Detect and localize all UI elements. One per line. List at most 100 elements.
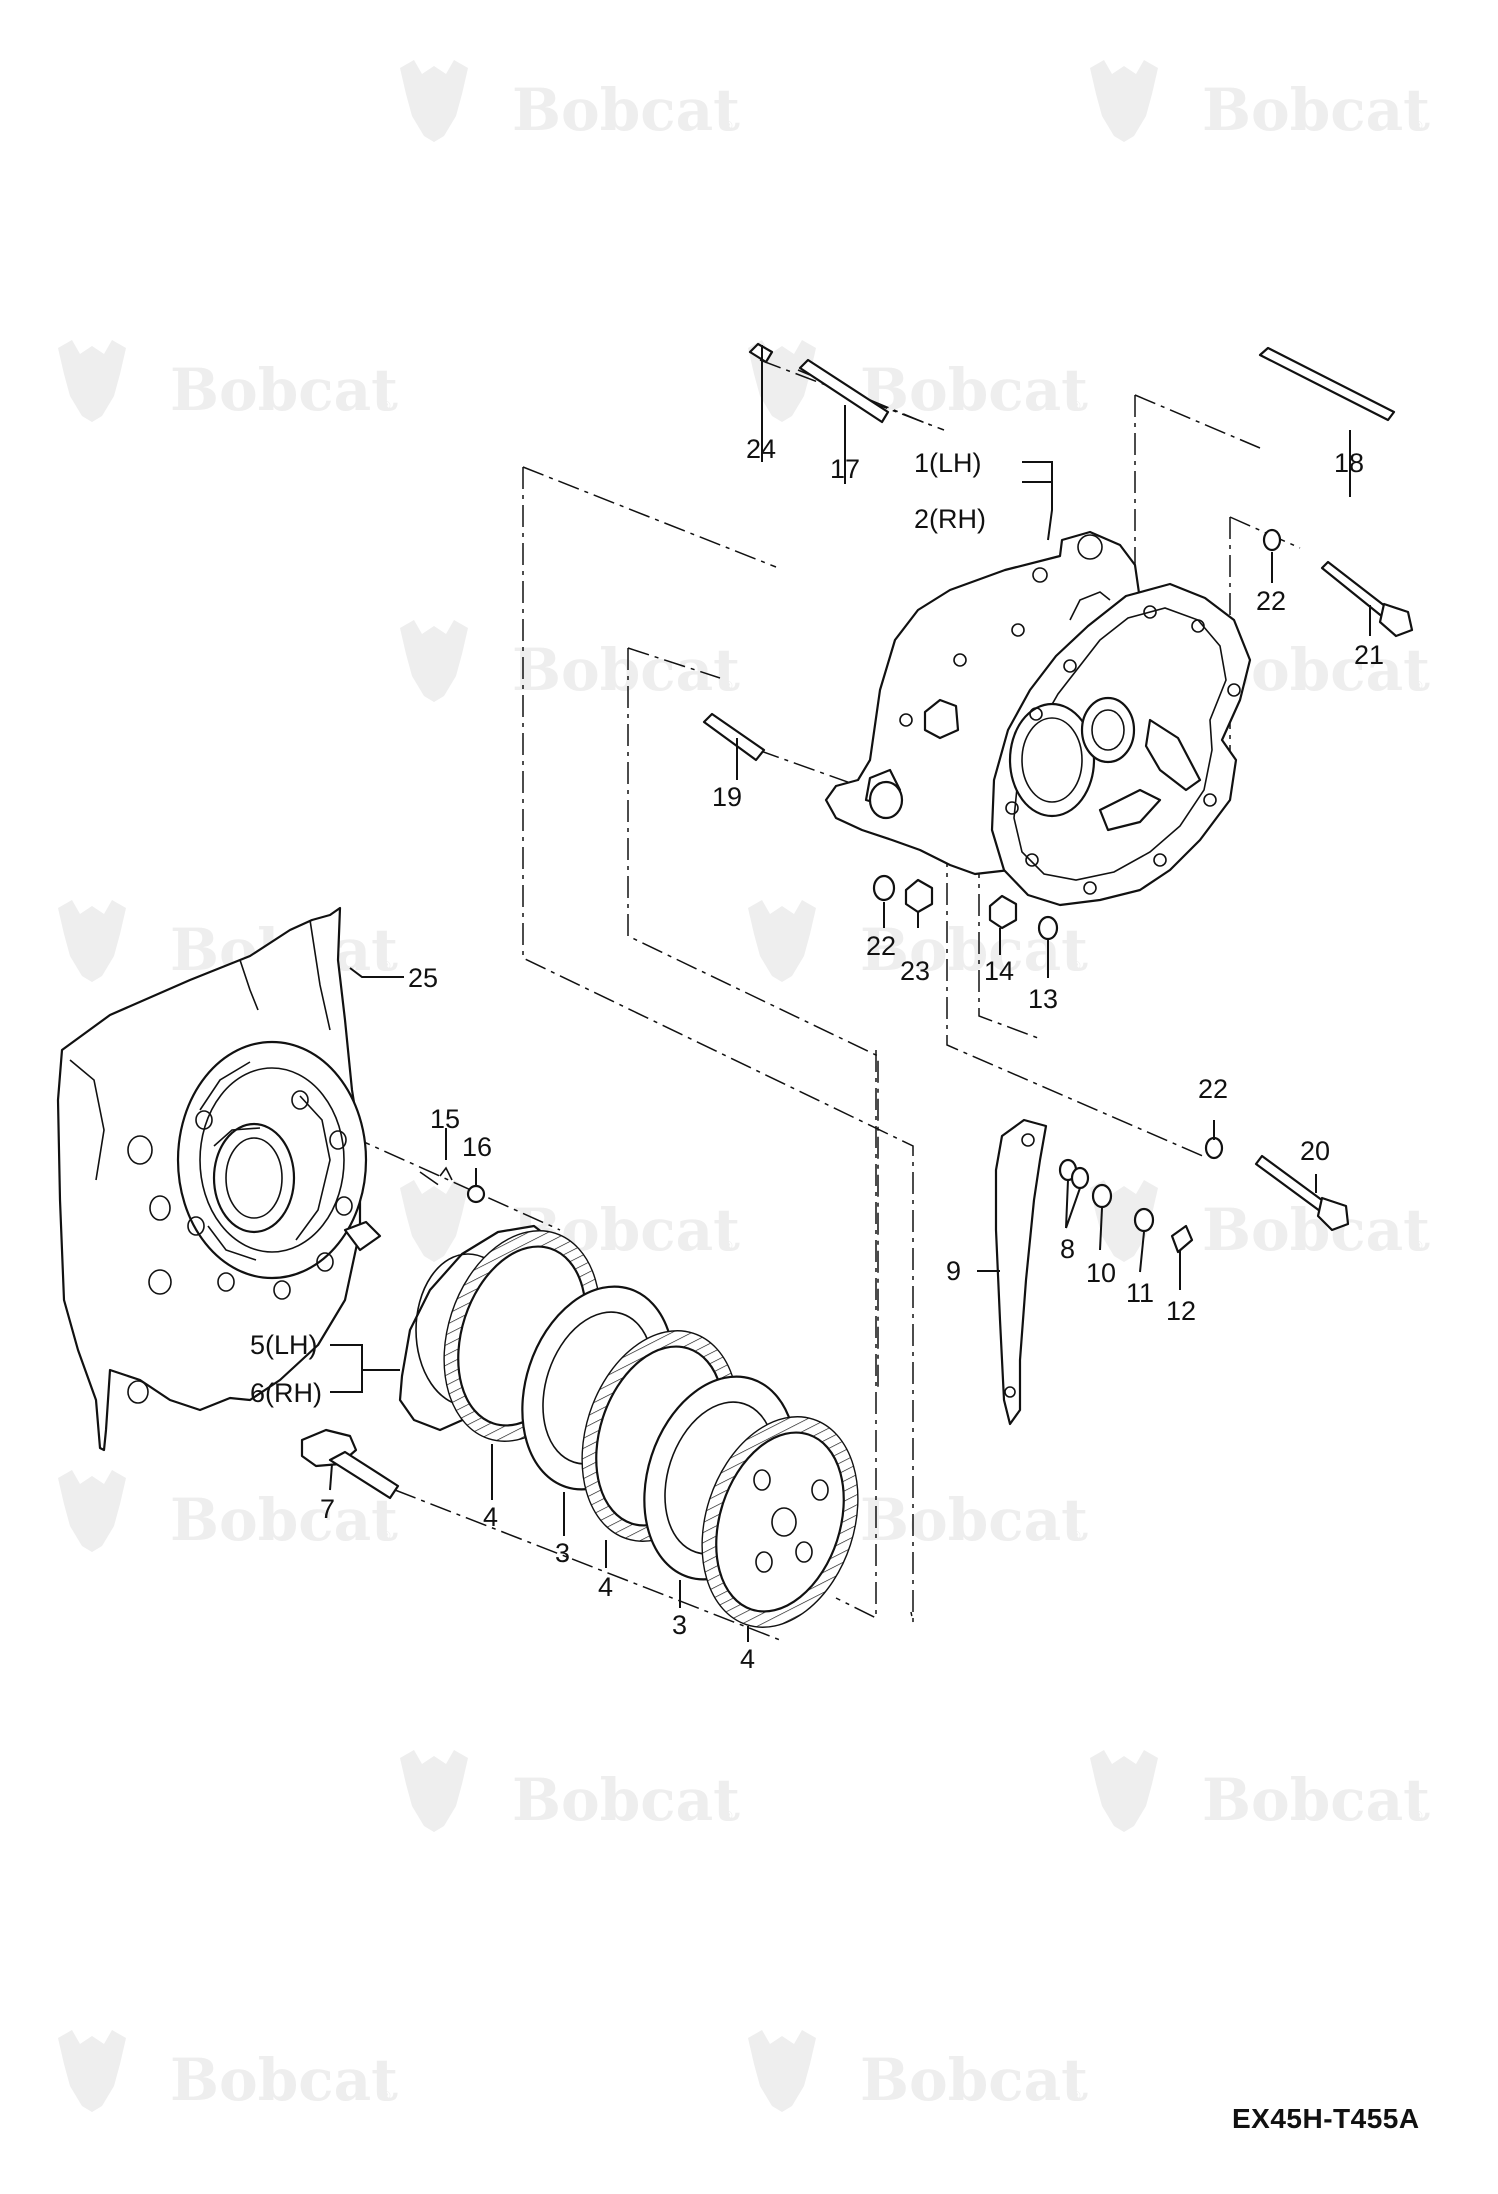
nut-23: [904, 878, 934, 914]
watermark-brand-text: Bobcat: [1202, 1766, 1430, 1834]
washer-22-lower: [1204, 1136, 1224, 1160]
bobcat-head-logo-icon: [58, 900, 126, 982]
watermark-registered-mark: ®: [1412, 119, 1424, 133]
watermark-0: Bobcat®: [400, 60, 740, 144]
callout-10: 10: [1086, 1258, 1116, 1288]
watermark-4: Bobcat®: [400, 620, 740, 704]
watermark-15: Bobcat®: [748, 2030, 1088, 2114]
callout-3a: 3: [555, 1538, 570, 1568]
watermark-registered-mark: ®: [722, 1809, 734, 1823]
watermark-registered-mark: ®: [380, 1529, 392, 1543]
watermark-registered-mark: ®: [1070, 1529, 1082, 1543]
bobcat-head-logo-icon: [748, 900, 816, 982]
watermark-registered-mark: ®: [722, 1239, 734, 1253]
watermark-registered-mark: ®: [1412, 1809, 1424, 1823]
bobcat-head-logo-icon: [58, 1470, 126, 1552]
bobcat-head-logo-icon: [58, 340, 126, 422]
watermark-registered-mark: ®: [380, 959, 392, 973]
callout-8: 8: [1060, 1234, 1075, 1264]
watermark-registered-mark: ®: [1412, 679, 1424, 693]
watermark-registered-mark: ®: [1070, 959, 1082, 973]
bobcat-head-logo-icon: [400, 620, 468, 702]
callout-1-lh: 1(LH): [914, 448, 982, 478]
washer-22-mid: [872, 874, 896, 902]
callout-11: 11: [1126, 1278, 1154, 1308]
callout-7: 7: [320, 1494, 335, 1524]
callout-21: 21: [1354, 640, 1384, 670]
watermark-12: Bobcat®: [400, 1750, 740, 1834]
callout-22-upper: 22: [1256, 586, 1286, 616]
washer-11: [1133, 1207, 1155, 1233]
watermark-registered-mark: ®: [722, 679, 734, 693]
watermark-brand-text: Bobcat: [860, 2046, 1088, 2114]
transmission-case-25: [56, 906, 382, 1452]
callout-9: 9: [946, 1256, 961, 1286]
watermark-registered-mark: ®: [1412, 1239, 1424, 1253]
watermark-registered-mark: ®: [380, 2089, 392, 2103]
watermark-registered-mark: ®: [1070, 399, 1082, 413]
watermark-10: Bobcat®: [58, 1470, 398, 1554]
pivot-pin-7: [300, 1428, 400, 1500]
callout-leaders: [329, 345, 1371, 1642]
ball-16: [466, 1184, 486, 1204]
callout-16: 16: [462, 1132, 492, 1162]
watermark-1: Bobcat®: [1090, 60, 1430, 144]
callout-13: 13: [1028, 984, 1058, 1014]
drawing-code: EX45H-T455A: [1232, 2103, 1420, 2134]
callout-18: 18: [1334, 448, 1364, 478]
watermark-brand-text: Bobcat: [512, 636, 740, 704]
callout-12: 12: [1166, 1296, 1196, 1326]
watermark-brand-text: Bobcat: [170, 1486, 398, 1554]
watermark-14: Bobcat®: [58, 2030, 398, 2114]
watermark-registered-mark: ®: [722, 119, 734, 133]
callout-labels: 24 17 1(LH) 2(RH) 18 22 21 19 22 23 14 1…: [250, 434, 1384, 1674]
callout-5-lh: 5(LH): [250, 1330, 318, 1360]
washer-13: [1037, 915, 1059, 941]
washer-22-upper: [1262, 528, 1282, 552]
callout-19: 19: [712, 782, 742, 812]
watermark-2: Bobcat®: [58, 340, 398, 424]
callout-22-mid: 22: [866, 931, 896, 961]
bobcat-head-logo-icon: [400, 60, 468, 142]
callout-4c: 4: [740, 1644, 755, 1674]
long-bolt-18: [1258, 346, 1396, 422]
watermark-brand-text: Bobcat: [170, 2046, 398, 2114]
callout-25: 25: [408, 963, 438, 993]
watermark-13: Bobcat®: [1090, 1750, 1430, 1834]
watermark-registered-mark: ®: [380, 399, 392, 413]
spring-15: [439, 1166, 453, 1181]
bolt-20: [1254, 1154, 1350, 1232]
callout-24: 24: [746, 434, 776, 464]
washer-10: [1091, 1183, 1113, 1209]
callout-23: 23: [900, 956, 930, 986]
callout-15: 15: [430, 1104, 460, 1134]
brake-lever-9: [994, 1118, 1048, 1426]
callout-14: 14: [984, 956, 1014, 986]
callout-3b: 3: [672, 1610, 687, 1640]
bobcat-head-logo-icon: [748, 2030, 816, 2112]
bobcat-head-logo-icon: [1090, 1750, 1158, 1832]
stud-19: [702, 712, 766, 762]
nut-14: [988, 894, 1018, 930]
watermark-brand-text: Bobcat: [512, 76, 740, 144]
watermark-11: Bobcat®: [748, 1470, 1088, 1554]
bobcat-head-logo-icon: [400, 1180, 468, 1262]
watermark-brand-text: Bobcat: [170, 356, 398, 424]
watermark-registered-mark: ®: [1070, 2089, 1082, 2103]
bobcat-head-logo-icon: [400, 1750, 468, 1832]
stud-17: [798, 358, 890, 424]
bobcat-head-logo-icon: [1090, 60, 1158, 142]
watermark-brand-text: Bobcat: [1202, 76, 1430, 144]
friction-disc-4c: [701, 1416, 859, 1628]
cotter-pin-12: [1170, 1224, 1194, 1254]
brake-cover-plate: [990, 582, 1252, 907]
callout-6-rh: 6(RH): [250, 1378, 322, 1408]
callout-20: 20: [1300, 1136, 1330, 1166]
callout-22-lower: 22: [1198, 1074, 1228, 1104]
watermark-3: Bobcat®: [748, 340, 1088, 424]
pin-8: [1058, 1158, 1090, 1190]
watermark-brand-text: Bobcat: [512, 1766, 740, 1834]
bolt-21: [1320, 560, 1414, 638]
